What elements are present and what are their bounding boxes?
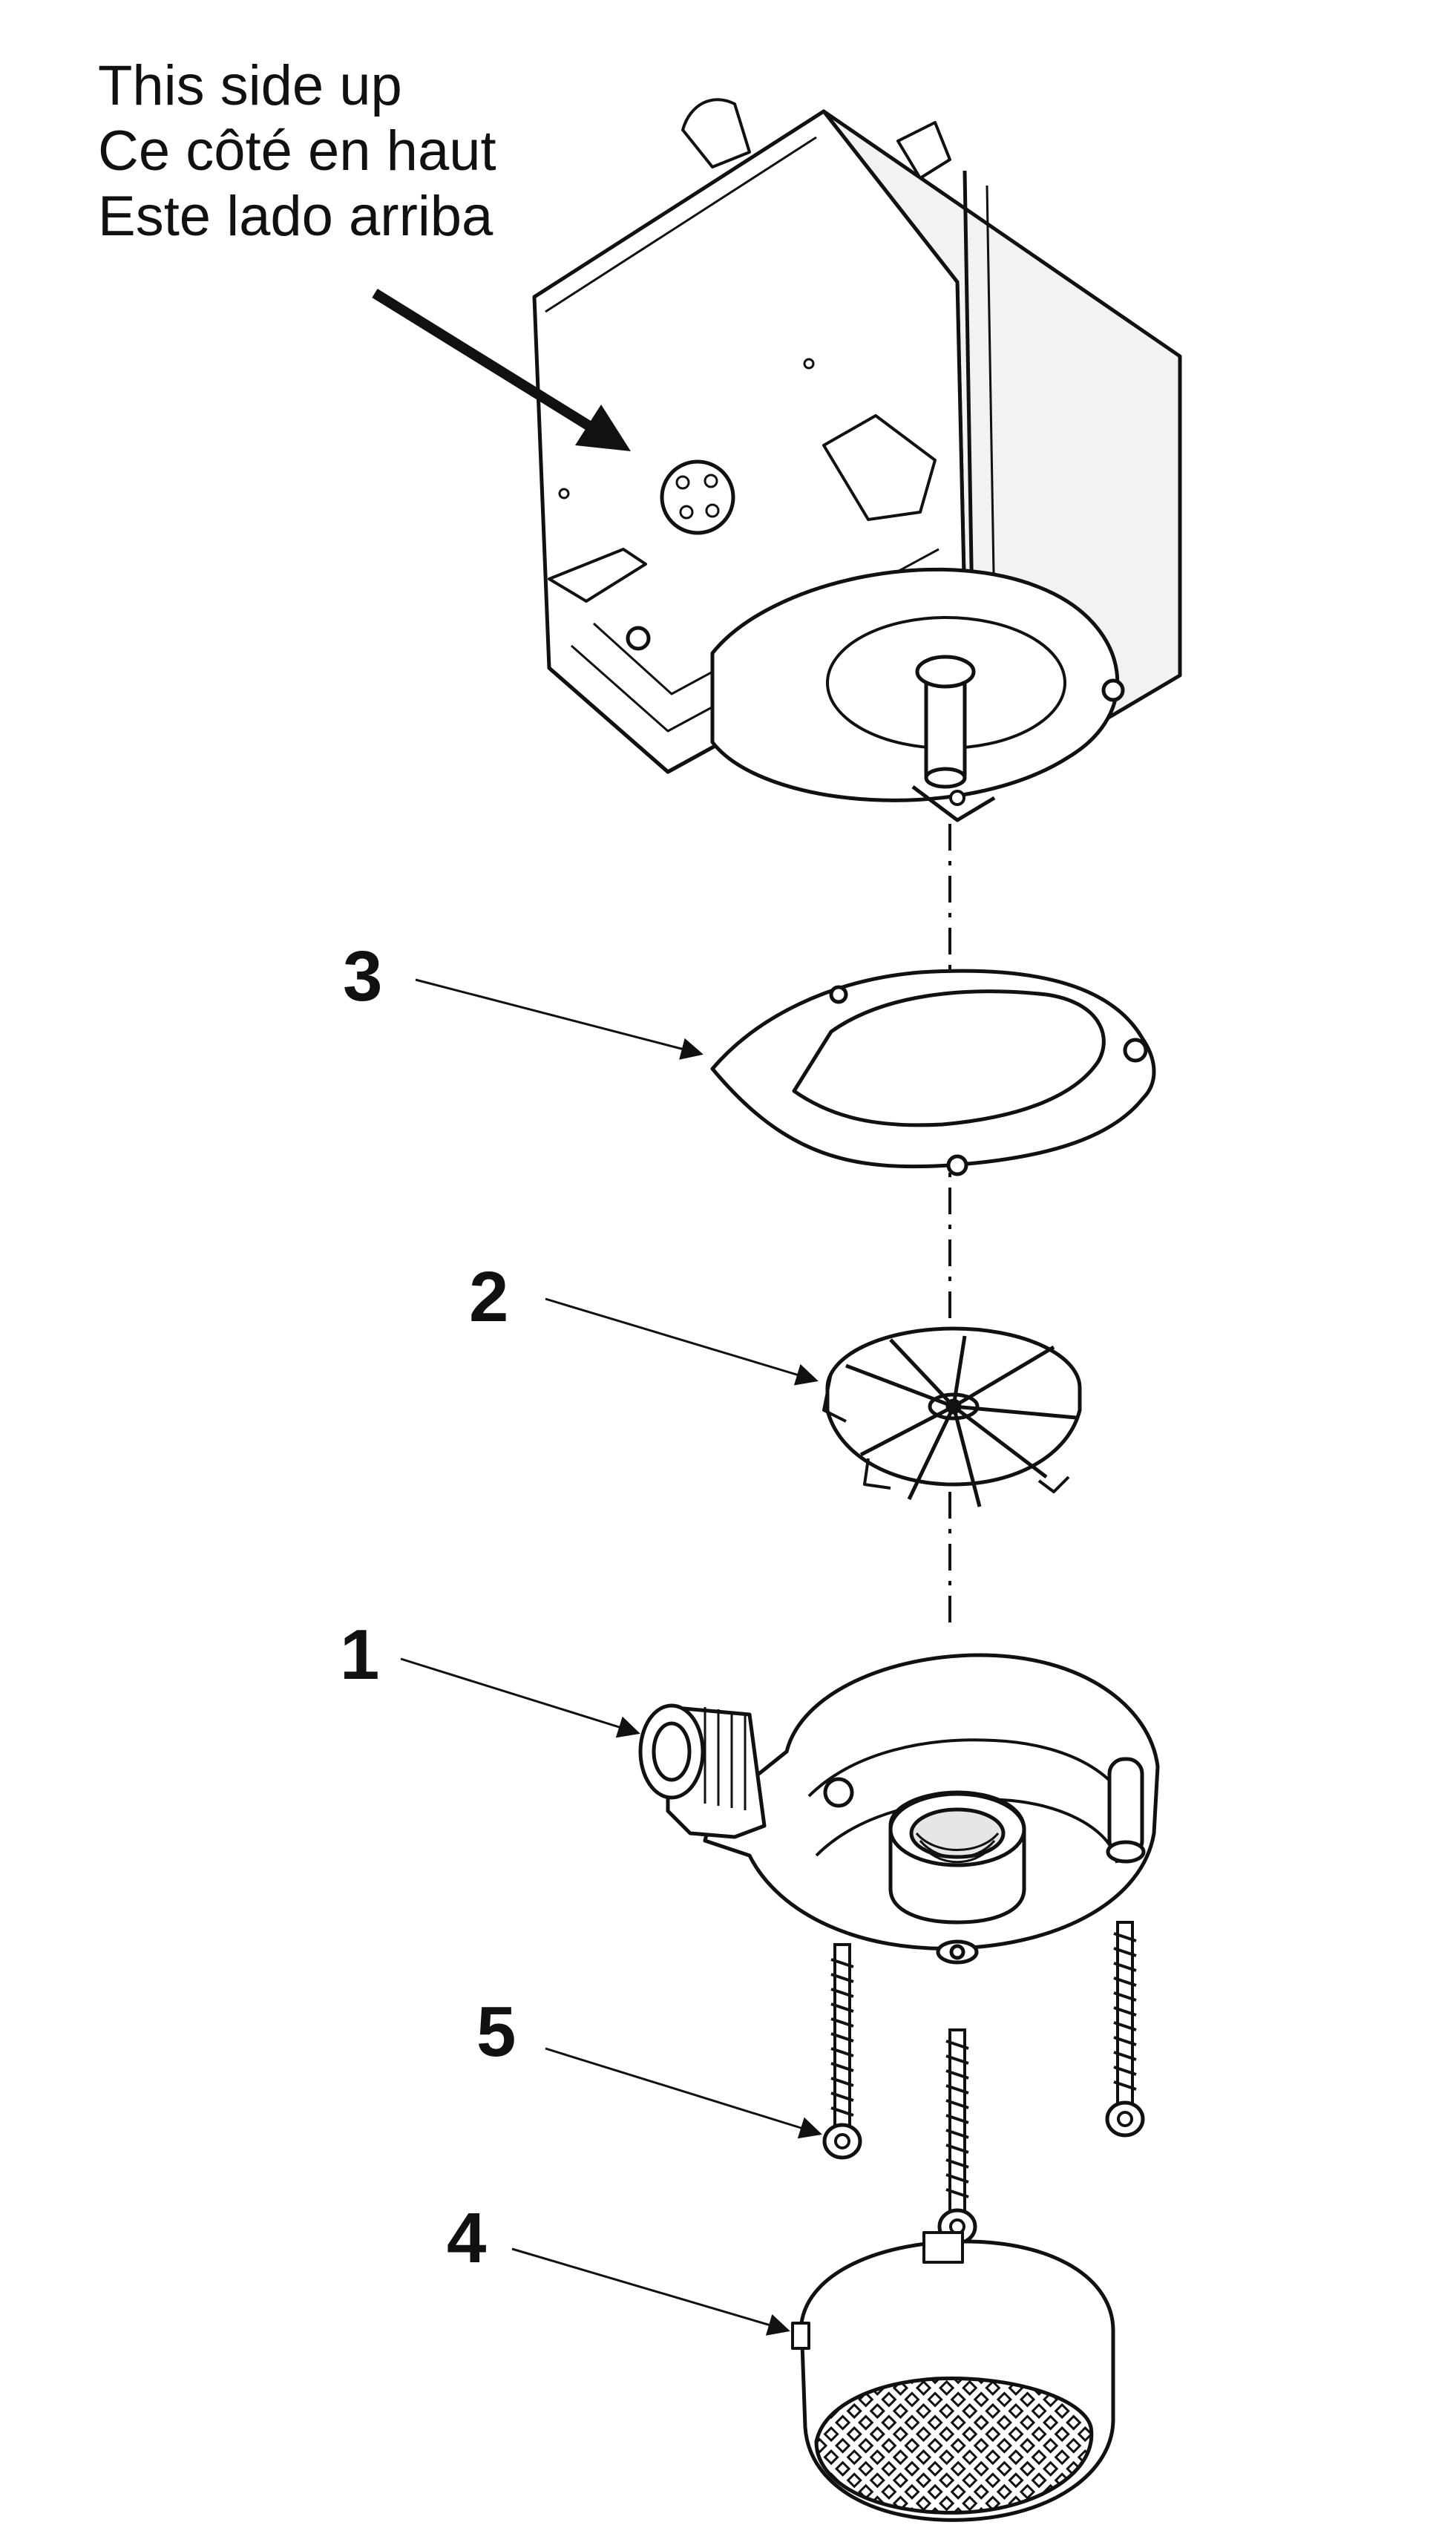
- orientation-line-en: This side up: [98, 54, 402, 117]
- callout-number-2: 2: [469, 1257, 509, 1337]
- impeller-part-2: [822, 1326, 1082, 1507]
- orientation-note: This side up Ce côté en haut Este lado a…: [98, 53, 496, 249]
- leader-line-4: [511, 2247, 790, 2336]
- callout-number-3: 3: [343, 937, 383, 1016]
- leader-line-2: [545, 1297, 819, 1386]
- orientation-line-es: Este lado arriba: [98, 185, 493, 248]
- callout-number-5: 5: [476, 1992, 517, 2072]
- leader-line-3: [415, 978, 704, 1060]
- leader-line-5: [545, 2047, 822, 2139]
- screw-middle-part-5: [937, 2028, 977, 2245]
- inlet-screen-part-4: [791, 2231, 1115, 2522]
- callout-number-4: 4: [447, 2198, 487, 2278]
- orientation-arrow: [372, 289, 611, 442]
- leader-line-1: [400, 1657, 640, 1738]
- screw-right-part-5: [1105, 1921, 1145, 2138]
- callout-number-1: 1: [340, 1615, 380, 1694]
- orientation-line-fr: Ce côté en haut: [98, 119, 496, 183]
- motor-housing: [532, 98, 1182, 822]
- gasket-part-3: [710, 969, 1156, 1176]
- screw-left-part-5: [822, 1943, 862, 2160]
- pump-body-part-1: [638, 1653, 1160, 1965]
- orientation-arrow-head: [575, 405, 631, 451]
